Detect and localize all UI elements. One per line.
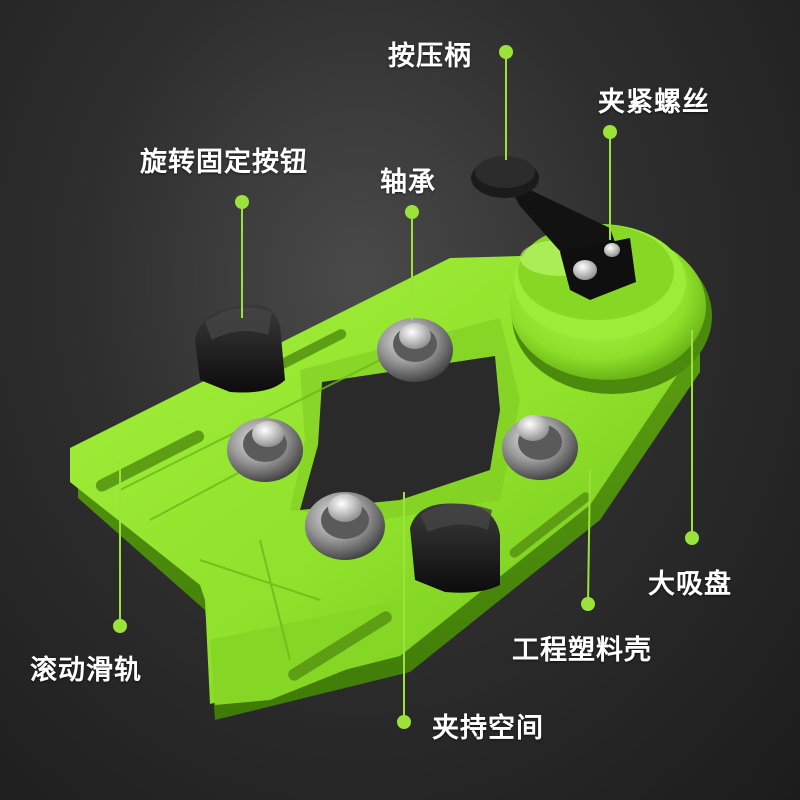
bearing-label: 轴承 (380, 167, 436, 198)
callout-dot (685, 531, 699, 545)
slide-rail-slot (509, 492, 591, 558)
rotate-knob-label: 旋转固定按钮 (140, 147, 308, 178)
slide-rail-label: 滚动滑轨 (30, 655, 142, 686)
suction-cup-label: 大吸盘 (648, 569, 732, 600)
plastic-shell-label: 工程塑料壳 (512, 635, 652, 666)
callout-dot (405, 205, 419, 219)
bearing (227, 418, 303, 482)
clamp-screw (573, 243, 620, 280)
press-handle-label: 按压柄 (388, 41, 472, 72)
clamp-space-opening (300, 356, 500, 510)
rotate-knob (195, 304, 285, 393)
callout-dot (397, 715, 411, 729)
press-handle (471, 156, 636, 300)
callout-dot (581, 597, 595, 611)
bearing (305, 492, 385, 560)
bearing (502, 415, 578, 480)
callout-dot (113, 619, 127, 633)
rotate-knob (410, 503, 500, 593)
plastic-shell (70, 256, 700, 720)
clamp-space-label: 夹持空间 (432, 713, 544, 744)
callout-dot (235, 195, 249, 209)
callout-dot (499, 45, 513, 59)
slide-rail-slot (288, 611, 392, 681)
clamp-screw-label: 夹紧螺丝 (598, 87, 710, 118)
slide-rail-slot (95, 430, 205, 492)
slide-rail-slot (273, 329, 347, 371)
bearing (377, 318, 453, 382)
callout-dot (603, 125, 617, 139)
